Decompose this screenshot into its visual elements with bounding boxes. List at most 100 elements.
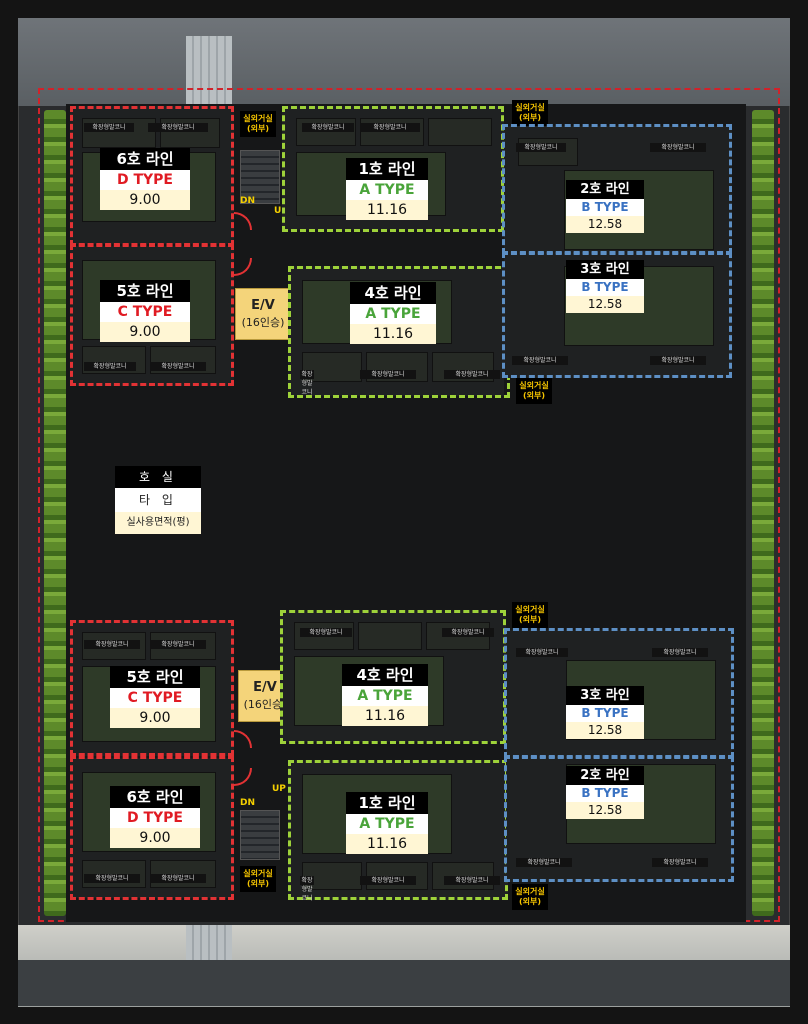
unit-area: 11.16: [346, 200, 428, 220]
stairs-up-label: UP: [274, 206, 288, 216]
elevator-label: E/V: [251, 298, 275, 313]
balcony-label: 확장형발코니: [84, 123, 134, 132]
balcony-label: 확장형발코니: [444, 370, 500, 379]
balcony-label: 확장형발코니: [652, 648, 708, 657]
stairs-down-label: DN: [240, 798, 256, 808]
unit-label-b2-upper: 2호 라인 B TYPE 12.58: [566, 180, 644, 233]
exterior-living-sub: (외부): [518, 897, 542, 906]
unit-label-c-upper: 5호 라인 C TYPE 9.00: [100, 280, 190, 342]
exterior-living-label: 실외거실 (외부): [240, 111, 276, 137]
balcony-label: 확장형발코니: [150, 874, 206, 883]
balcony-label: 확장형발코니: [650, 143, 706, 152]
exterior-living-text: 실외거실: [515, 605, 545, 614]
legend-type: 타 입: [115, 488, 201, 512]
unit-area: 12.58: [566, 216, 644, 233]
unit-line-name: 2호 라인: [566, 180, 644, 199]
exterior-living-label: 실외거실 (외부): [512, 602, 548, 628]
unit-line-name: 2호 라인: [566, 766, 644, 785]
balcony-label: 확장형발코니: [300, 876, 314, 902]
balcony-label: 확장형발코니: [652, 858, 708, 867]
unit-area: 12.58: [566, 722, 644, 739]
balcony-label: 확장형발코니: [512, 356, 568, 365]
unit-line-name: 3호 라인: [566, 260, 644, 279]
legend: 호 실 타 입 실사용면적(평): [115, 466, 201, 534]
balcony-label: 확장형발코니: [302, 123, 354, 132]
unit-c-lower-outline: [70, 620, 234, 756]
exterior-living-text: 실외거실: [519, 381, 549, 390]
balcony-label: 확장형발코니: [516, 143, 566, 152]
unit-area: 9.00: [110, 708, 200, 728]
unit-label-a4-lower: 4호 라인 A TYPE 11.16: [342, 664, 428, 726]
exterior-living-label: 실외거실 (외부): [516, 378, 552, 404]
unit-type: C TYPE: [100, 302, 190, 322]
exterior-living-text: 실외거실: [243, 869, 273, 878]
unit-label-b3-upper: 3호 라인 B TYPE 12.58: [566, 260, 644, 313]
exterior-living-sub: (외부): [518, 615, 542, 624]
balcony-label: 확장형발코니: [300, 370, 314, 396]
balcony-label: 확장형발코니: [444, 876, 500, 885]
stairs-down-label: DN: [240, 196, 256, 206]
unit-label-a1-lower: 1호 라인 A TYPE 11.16: [346, 792, 428, 854]
legend-room: 호 실: [115, 466, 201, 488]
unit-area: 12.58: [566, 802, 644, 819]
unit-line-name: 4호 라인: [350, 282, 436, 304]
legend-area: 실사용면적(평): [115, 512, 201, 534]
unit-line-name: 6호 라인: [110, 786, 200, 808]
unit-label-d-lower: 6호 라인 D TYPE 9.00: [110, 786, 200, 848]
unit-type: B TYPE: [566, 199, 644, 216]
unit-type: A TYPE: [350, 304, 436, 324]
unit-type: A TYPE: [346, 180, 428, 200]
elevator-upper: E/V (16인승): [235, 288, 291, 340]
unit-line-name: 1호 라인: [346, 792, 428, 814]
unit-line-name: 3호 라인: [566, 686, 644, 705]
exterior-living-label: 실외거실 (외부): [512, 100, 548, 126]
unit-area: 12.58: [566, 296, 644, 313]
top-road: [18, 18, 790, 106]
unit-area: 9.00: [110, 828, 200, 848]
unit-area: 11.16: [346, 834, 428, 854]
balcony-label: 확장형발코니: [84, 874, 140, 883]
balcony-label: 확장형발코니: [148, 123, 208, 132]
balcony-label: 확장형발코니: [360, 876, 416, 885]
balcony-label: 확장형발코니: [360, 370, 416, 379]
exterior-living-sub: (외부): [246, 124, 270, 133]
unit-line-name: 4호 라인: [342, 664, 428, 686]
unit-type: D TYPE: [110, 808, 200, 828]
unit-area: 11.16: [342, 706, 428, 726]
unit-type: B TYPE: [566, 705, 644, 722]
balcony-label: 확장형발코니: [150, 640, 206, 649]
balcony-label: 확장형발코니: [516, 648, 568, 657]
crosswalk-top: [186, 36, 232, 104]
unit-area: 9.00: [100, 190, 190, 210]
unit-type: C TYPE: [110, 688, 200, 708]
unit-label-a1-upper: 1호 라인 A TYPE 11.16: [346, 158, 428, 220]
crosswalk-bottom: [186, 925, 232, 960]
unit-d-lower-outline: [70, 756, 234, 900]
balcony-label: 확장형발코니: [442, 628, 494, 637]
unit-line-name: 5호 라인: [110, 666, 200, 688]
unit-type: A TYPE: [342, 686, 428, 706]
unit-label-c-lower: 5호 라인 C TYPE 9.00: [110, 666, 200, 728]
balcony-label: 확장형발코니: [300, 628, 352, 637]
unit-type: B TYPE: [566, 279, 644, 296]
right-hedge: [752, 110, 774, 916]
balcony-label: 확장형발코니: [516, 858, 572, 867]
stairs-lower: [240, 810, 280, 860]
exterior-living-text: 실외거실: [243, 114, 273, 123]
unit-type: D TYPE: [100, 170, 190, 190]
unit-b2-lower-outline: [504, 756, 734, 882]
stairs-up-label: UP: [272, 784, 286, 794]
exterior-living-text: 실외거실: [515, 887, 545, 896]
left-hedge: [44, 110, 66, 916]
unit-label-d-upper: 6호 라인 D TYPE 9.00: [100, 148, 190, 210]
unit-line-name: 5호 라인: [100, 280, 190, 302]
balcony-label: 확장형발코니: [150, 362, 206, 371]
balcony-label: 확장형발코니: [650, 356, 706, 365]
unit-b3-upper-outline: [502, 252, 732, 378]
exterior-living-label: 실외거실 (외부): [240, 866, 276, 892]
exterior-living-text: 실외거실: [515, 103, 545, 112]
exterior-living-sub: (외부): [522, 391, 546, 400]
elevator-label: E/V: [253, 680, 277, 695]
unit-line-name: 1호 라인: [346, 158, 428, 180]
